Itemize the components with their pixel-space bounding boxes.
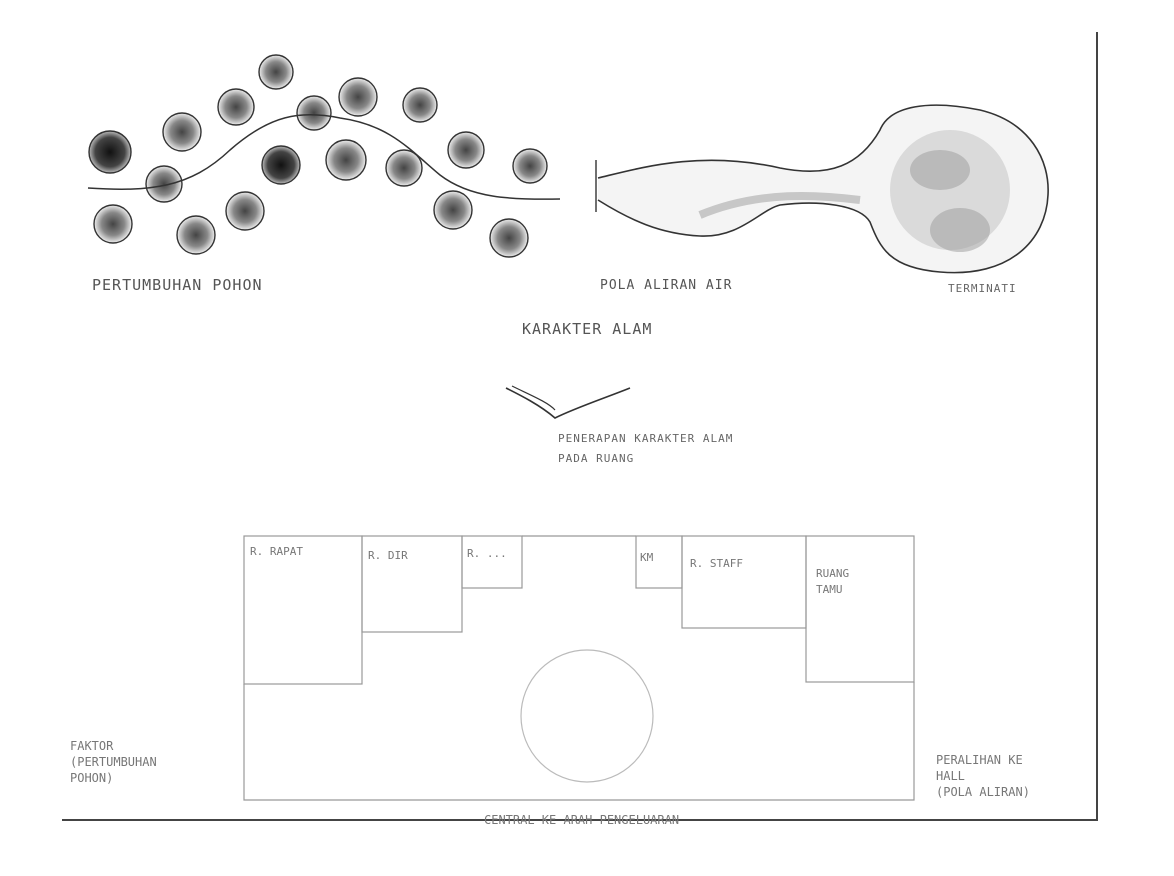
- room-label: R. DIR: [368, 548, 408, 564]
- room-label: RUANG TAMU: [816, 566, 849, 598]
- bottom-note: CENTRAL KE ARAH PENGELUARAN: [484, 812, 679, 828]
- room-label: KM: [640, 550, 653, 566]
- room-tamu: [806, 536, 914, 682]
- room-staff: [682, 536, 806, 628]
- tree-icon: [434, 191, 472, 229]
- tree-icon: [89, 131, 131, 173]
- tree-icon: [226, 192, 264, 230]
- room-label: R. STAFF: [690, 556, 743, 572]
- tree-icon: [448, 132, 484, 168]
- water-label: POLA ALIRAN AIR: [600, 278, 732, 293]
- central-circle: [521, 650, 653, 782]
- tree-icon: [262, 146, 300, 184]
- central-hall: [244, 682, 914, 800]
- water-flow: [598, 105, 1048, 272]
- tree-icon: [218, 89, 254, 125]
- tree-icon: [146, 166, 182, 202]
- transition-label-line1: PENERAPAN KARAKTER ALAM: [558, 432, 733, 445]
- room-small: [462, 536, 522, 588]
- floor-plan: [244, 536, 914, 800]
- tree-icon: [326, 140, 366, 180]
- right-note: PERALIHAN KE HALL (POLA ALIRAN): [936, 752, 1030, 800]
- transition-label-line2: PADA RUANG: [558, 452, 634, 465]
- tree-icon: [513, 149, 547, 183]
- tree-icon: [490, 219, 528, 257]
- tree-icon: [259, 55, 293, 89]
- tree-icon: [177, 216, 215, 254]
- terminal-label: TERMINATI: [948, 282, 1017, 295]
- room-label: R. RAPAT: [250, 544, 303, 560]
- tree-icon: [403, 88, 437, 122]
- tree-icon: [339, 78, 377, 116]
- tree-icon: [94, 205, 132, 243]
- tree-icon: [163, 113, 201, 151]
- trees-label: PERTUMBUHAN POHON: [92, 276, 263, 294]
- tree-cluster: [89, 55, 547, 257]
- tree-icon: [297, 96, 331, 130]
- room-label: R. ...: [467, 546, 507, 562]
- left-note: FAKTOR (PERTUMBUHAN POHON): [70, 738, 157, 786]
- caption-label: KARAKTER ALAM: [522, 320, 652, 338]
